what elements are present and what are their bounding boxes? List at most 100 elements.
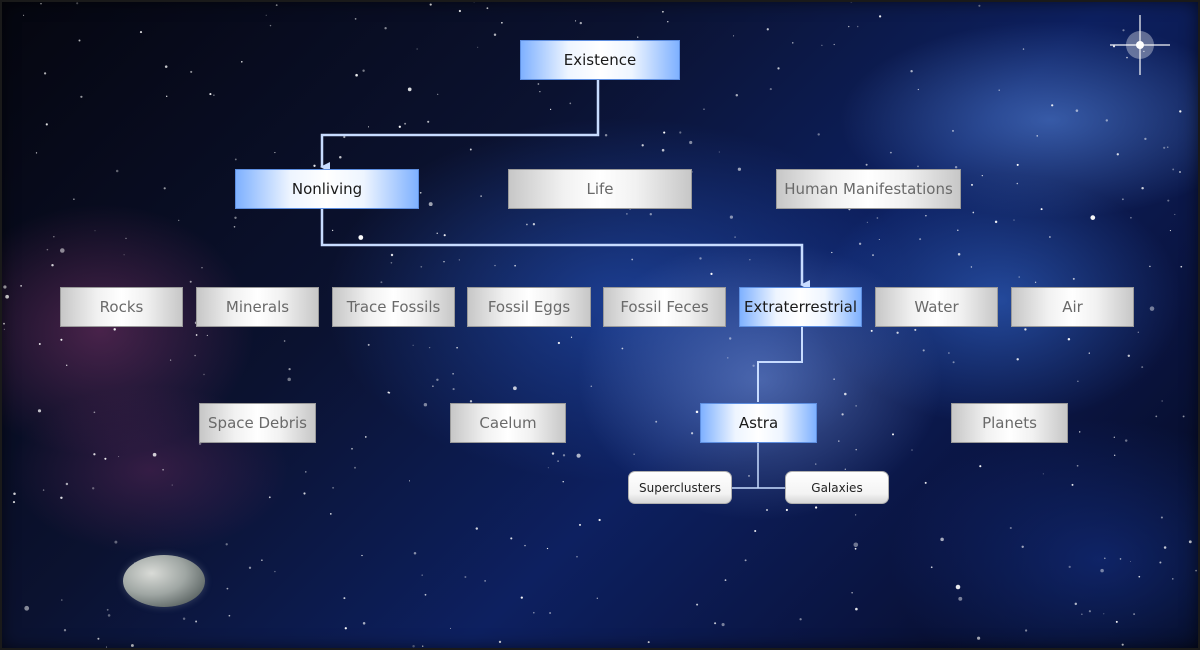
star: [1034, 281, 1037, 283]
star: [1167, 199, 1170, 202]
star: [734, 236, 736, 238]
star: [979, 465, 982, 468]
star: [925, 214, 927, 217]
star: [78, 39, 81, 42]
node-caelum[interactable]: Caelum: [450, 403, 566, 443]
star: [569, 102, 572, 105]
star: [878, 15, 882, 18]
star: [452, 388, 455, 391]
star: [562, 454, 566, 457]
star: [118, 456, 120, 458]
star: [752, 364, 755, 367]
star: [621, 347, 624, 350]
node-nonliving[interactable]: Nonliving: [235, 169, 419, 209]
star: [1119, 558, 1122, 560]
bright-star: [1110, 15, 1170, 75]
node-space-debris[interactable]: Space Debris: [199, 403, 316, 443]
node-superclusters[interactable]: Superclusters: [628, 471, 732, 504]
star: [1179, 110, 1182, 113]
star: [458, 9, 462, 13]
star: [432, 385, 434, 388]
star: [833, 378, 835, 380]
star: [443, 260, 445, 263]
star: [443, 234, 446, 237]
star: [412, 645, 415, 648]
node-trace-fossils[interactable]: Trace Fossils: [332, 287, 455, 327]
star: [1138, 575, 1141, 578]
star: [727, 357, 729, 359]
star: [1068, 565, 1071, 569]
star: [51, 263, 54, 267]
star: [919, 238, 922, 241]
star: [428, 346, 431, 349]
star: [532, 223, 536, 226]
star: [329, 513, 332, 515]
star: [268, 496, 271, 499]
star: [61, 599, 63, 601]
star: [911, 449, 913, 451]
node-life[interactable]: Life: [508, 169, 692, 209]
star: [367, 126, 370, 128]
node-rocks[interactable]: Rocks: [60, 287, 183, 327]
star: [213, 94, 215, 96]
star: [833, 43, 835, 46]
star: [637, 36, 639, 38]
star: [225, 543, 228, 546]
star: [23, 14, 25, 16]
node-water[interactable]: Water: [875, 287, 998, 327]
connector-extraterrestrial-astra: [757, 327, 803, 402]
node-fossil-eggs[interactable]: Fossil Eggs: [467, 287, 591, 327]
star: [171, 484, 173, 486]
star: [1051, 104, 1054, 107]
star: [1126, 56, 1128, 59]
star: [423, 402, 428, 407]
star: [1104, 557, 1106, 560]
star: [1155, 415, 1158, 418]
star: [1141, 186, 1144, 190]
star: [721, 623, 725, 627]
node-air[interactable]: Air: [1011, 287, 1134, 327]
star: [407, 87, 412, 92]
star: [421, 574, 423, 576]
star: [955, 584, 961, 590]
star: [754, 529, 757, 533]
star: [209, 93, 212, 96]
star: [139, 31, 143, 34]
star: [855, 405, 857, 407]
star: [105, 646, 108, 648]
star: [1172, 168, 1175, 171]
star: [114, 540, 118, 544]
node-existence[interactable]: Existence: [520, 40, 680, 80]
star: [765, 508, 769, 512]
star: [661, 148, 665, 152]
connector-existence-nonliving: [320, 80, 600, 172]
star: [1016, 358, 1019, 361]
node-planets[interactable]: Planets: [951, 403, 1068, 443]
star: [970, 183, 974, 186]
node-minerals[interactable]: Minerals: [196, 287, 319, 327]
star: [177, 219, 180, 222]
star: [182, 617, 186, 621]
star: [1124, 439, 1128, 442]
node-extraterrestrial[interactable]: Extraterrestrial: [739, 287, 862, 327]
star: [513, 386, 517, 391]
star: [667, 21, 669, 23]
star: [917, 88, 919, 91]
star: [1042, 473, 1044, 475]
star: [914, 328, 917, 331]
node-human-manifestations[interactable]: Human Manifestations: [776, 169, 961, 209]
star: [578, 523, 582, 526]
star: [1122, 29, 1125, 32]
star: [358, 235, 364, 240]
star: [437, 93, 439, 95]
star: [429, 3, 432, 6]
node-astra[interactable]: Astra: [700, 403, 817, 443]
node-fossil-feces[interactable]: Fossil Feces: [603, 287, 726, 327]
star: [855, 607, 858, 611]
star: [189, 280, 192, 283]
star: [398, 125, 401, 128]
star: [436, 232, 438, 234]
star: [1160, 516, 1163, 519]
node-galaxies[interactable]: Galaxies: [785, 471, 889, 504]
